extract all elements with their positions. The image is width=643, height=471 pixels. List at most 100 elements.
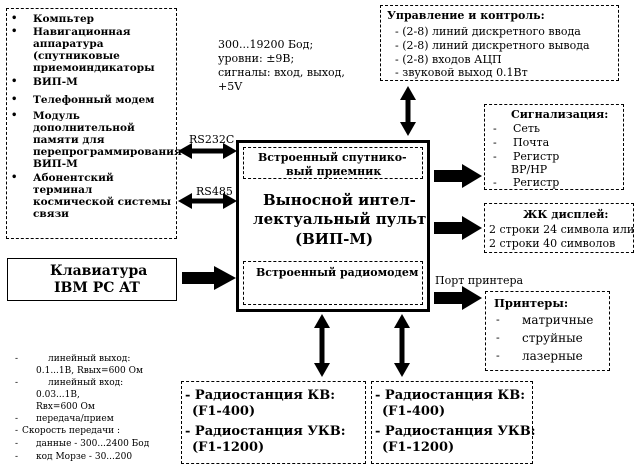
- signaling-mail: Почта: [513, 136, 550, 149]
- control-line-2: - (2-8) линий дискретного вывода: [395, 39, 590, 52]
- printers-box: Принтеры: - матричные - струйные - лазер…: [485, 291, 610, 371]
- printers-title: Принтеры:: [494, 296, 569, 310]
- serial-param-3: сигналы: вход, выход,: [218, 66, 345, 79]
- lcd-title: ЖК дисплей:: [523, 208, 609, 221]
- modem-bullet: -: [15, 452, 19, 462]
- device-navigation: Навигационная аппаратура (спутниковые пр…: [33, 26, 155, 74]
- satellite-receiver-label-1: Встроенный спутнико-: [258, 151, 407, 164]
- radio-left-ukv-model: (F1-1200): [192, 440, 265, 455]
- device-computer: Компьтер: [33, 13, 95, 25]
- modem-bullet: -: [15, 414, 19, 424]
- control-arrowhead-up: [400, 86, 416, 100]
- rs232c-arrowhead-right: [223, 143, 237, 159]
- printers-bullet: -: [496, 349, 500, 362]
- builtin-radiomodem: Встроенный радиомодем: [243, 261, 423, 305]
- radio-left-kv-model: (F1-400): [192, 404, 256, 419]
- main-unit-box: Встроенный спутнико- вый приемник Выносн…: [236, 140, 430, 312]
- builtin-satellite-receiver: Встроенный спутнико- вый приемник: [243, 147, 423, 179]
- modem-bullet: -: [15, 426, 19, 436]
- bullet: •: [11, 110, 18, 121]
- bullet: •: [11, 76, 18, 87]
- modem-param-4: 0.03...1В,: [36, 390, 80, 400]
- radio-right-ukv: - Радиостанция УКВ:: [375, 424, 536, 439]
- modem-param-3: линейный вход:: [48, 378, 124, 388]
- bullet: •: [11, 26, 18, 37]
- radio-right-ukv-model: (F1-1200): [382, 440, 455, 455]
- device-satellite-terminal: Абонентский терминал космической системы…: [33, 172, 172, 220]
- control-arrowhead-down: [400, 122, 416, 136]
- modem-bullet: -: [15, 439, 19, 449]
- printer-arrow: [434, 292, 464, 304]
- signaling-box: Сигнализация: - Сеть - Почта - Регистр В…: [484, 104, 624, 190]
- rs485-arrowhead-right: [223, 193, 237, 209]
- keyboard-arrowhead: [214, 266, 236, 290]
- signaling-bullet: -: [493, 136, 497, 149]
- rs485-arrowhead-left: [178, 193, 192, 209]
- lcd-line-1: 2 строки 24 символа или: [489, 223, 635, 236]
- signaling-net: Сеть: [513, 122, 541, 135]
- device-phone-modem: Телефонный модем: [33, 94, 155, 106]
- bullet: •: [11, 94, 18, 105]
- printers-bullet: -: [496, 331, 500, 344]
- modem-param-5: Rвх=600 Ом: [36, 402, 95, 412]
- printer-inkjet: струйные: [522, 331, 583, 345]
- modem-param-8: данные - 300...2400 Бод: [36, 439, 150, 449]
- printer-arrowhead: [462, 286, 482, 310]
- satellite-receiver-label-2: вый приемник: [286, 165, 382, 178]
- radio-right-box: - Радиостанция КВ: (F1-400) - Радиостанц…: [371, 381, 536, 464]
- signaling-title: Сигнализация:: [511, 108, 609, 121]
- radio-left-ukv: - Радиостанция УКВ:: [185, 424, 346, 439]
- control-title: Управление и контроль:: [387, 9, 545, 22]
- control-box: Управление и контроль: - (2-8) линий дис…: [380, 5, 619, 81]
- serial-param-2: уровни: ±9В;: [218, 52, 295, 65]
- modem-param-2: 0.1...1В, Rвых=600 Ом: [36, 366, 143, 376]
- serial-param-1: 300...19200 Бод;: [218, 38, 314, 51]
- modem-bullet: -: [15, 354, 19, 364]
- printer-laser: лазерные: [522, 349, 583, 363]
- printer-matrix: матричные: [522, 313, 594, 327]
- signaling-bullet: -: [493, 122, 497, 135]
- lcd-line-2: 2 строки 40 символов: [489, 237, 616, 250]
- rs232c-label: RS232C: [189, 133, 235, 146]
- modem-param-7: Скорость передачи :: [22, 426, 121, 436]
- signaling-arrow: [434, 170, 464, 182]
- modem-param-6: передача/прием: [36, 414, 114, 424]
- modem-param-1: линейный выход:: [48, 354, 131, 364]
- radio-left-box: - Радиостанция КВ: (F1-400) - Радиостанц…: [181, 381, 366, 464]
- modem-param-9: код Морзе - 30...200: [36, 452, 133, 462]
- control-line-3: - (2-8) входов АЦП: [395, 53, 502, 66]
- signaling-bullet: -: [493, 150, 497, 163]
- bullet: •: [11, 172, 18, 183]
- radio-right-kv-model: (F1-400): [382, 404, 446, 419]
- signaling-arrowhead: [462, 164, 482, 188]
- signaling-register: Регистр: [513, 150, 560, 163]
- device-vip-m: ВИП-М: [33, 76, 78, 88]
- printers-bullet: -: [496, 313, 500, 326]
- keyboard-line-1: Клавиатура: [50, 263, 148, 279]
- radio-left-arrowhead-up: [314, 314, 330, 328]
- main-unit-title-3: (ВИП-М): [295, 230, 374, 248]
- keyboard-arrow: [182, 272, 216, 284]
- radio-right-arrowhead-down: [394, 363, 410, 377]
- bullet: •: [11, 13, 18, 24]
- lcd-arrowhead: [462, 216, 482, 240]
- rs232c-arrowhead-left: [178, 143, 192, 159]
- radio-left-arrowhead-down: [314, 363, 330, 377]
- radio-right-arrowhead-up: [394, 314, 410, 328]
- main-unit-title-2: лектуальный пульт: [253, 210, 427, 228]
- control-line-1: - (2-8) линий дискретного ввода: [395, 25, 581, 38]
- lcd-arrow: [434, 222, 464, 234]
- signaling-register-2: Регистр: [513, 176, 560, 189]
- radio-left-kv: - Радиостанция КВ:: [185, 388, 335, 403]
- printer-port-label: Порт принтера: [435, 274, 524, 287]
- radio-right-kv: - Радиостанция КВ:: [375, 388, 525, 403]
- radiomodem-label: Встроенный радиомодем: [256, 266, 419, 279]
- lcd-box: ЖК дисплей: 2 строки 24 символа или 2 ст…: [484, 203, 634, 253]
- signaling-bullet: -: [493, 176, 497, 189]
- devices-box: • Компьтер • Навигационная аппаратура (с…: [6, 8, 182, 239]
- keyboard-box: Клавиатура IBM PC AT: [7, 258, 177, 301]
- main-unit-title-1: Выносной интел-: [263, 191, 416, 209]
- modem-bullet: -: [15, 378, 19, 388]
- keyboard-line-2: IBM PC AT: [54, 280, 140, 296]
